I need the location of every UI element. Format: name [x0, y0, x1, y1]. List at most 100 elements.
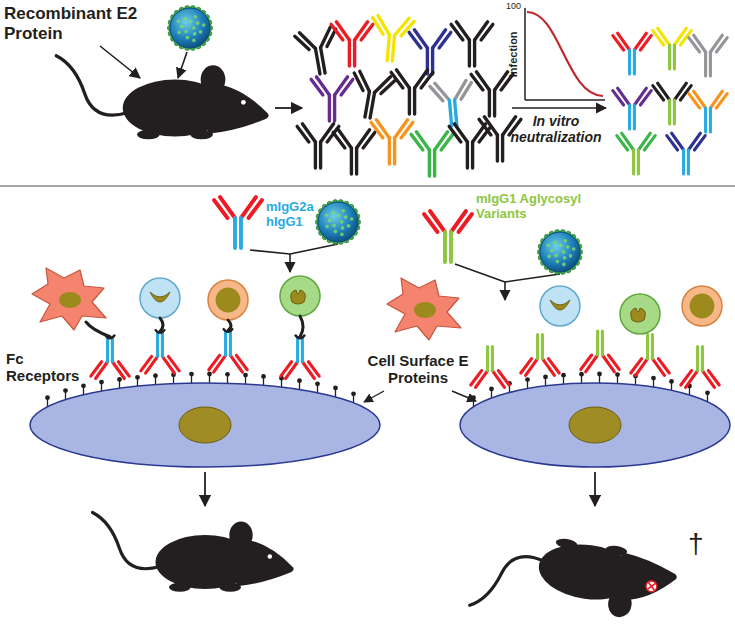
virus-surface-dot: [547, 255, 551, 259]
light-chain: [689, 94, 727, 108]
virus-surface-dot: [183, 17, 187, 21]
antibody: [141, 332, 179, 373]
antibody: [471, 347, 509, 388]
mouse: [56, 56, 268, 140]
fc-stem: [158, 332, 163, 356]
light-chain: [617, 136, 655, 150]
cell-nucleus: [569, 407, 621, 443]
merge-lines: [250, 244, 338, 254]
neutralization-curve: [527, 12, 603, 96]
mouse-foot: [137, 130, 160, 140]
e-protein-head: [471, 395, 476, 400]
arrow: [504, 282, 506, 300]
e-protein-head: [189, 372, 194, 377]
fc-stem: [497, 135, 502, 161]
antibody: [311, 77, 353, 121]
virus-surface-dot: [331, 211, 335, 215]
e-protein-head: [579, 372, 584, 377]
merge-lines: [455, 264, 560, 282]
drawn-parts: [30, 6, 730, 628]
target-cell: [460, 372, 730, 467]
mouse-ear: [229, 522, 252, 549]
virus-surface-dot: [337, 214, 341, 218]
fc-stem: [387, 35, 394, 61]
antibody: [209, 331, 247, 372]
fc-receptor: [228, 320, 231, 330]
virus-surface-dot: [562, 250, 566, 254]
fc-receptor-cup: [155, 329, 165, 333]
label: 100: [506, 1, 521, 11]
label: †: [688, 528, 704, 560]
virus-surface-dot: [342, 209, 346, 213]
label: mIgG1 Aglycosyl Variants: [476, 192, 604, 222]
virus-surface-dot: [347, 224, 351, 228]
e-protein-head: [261, 374, 266, 379]
immune-cell-body: [682, 286, 722, 326]
antibody: [424, 211, 472, 262]
antibody: [281, 338, 319, 379]
mouse-foot: [169, 583, 191, 592]
mouse-tail: [470, 550, 545, 615]
fc-stem: [630, 105, 635, 129]
fc-stem: [630, 50, 635, 74]
e-protein-head: [45, 395, 50, 400]
immune-cell-body: [140, 278, 180, 318]
light-chain: [391, 72, 433, 88]
antibody: [613, 33, 651, 74]
antibody: [371, 120, 413, 164]
virus-surface-dot: [332, 224, 336, 228]
arrow: [100, 46, 140, 78]
crescent-nucleus: [550, 300, 570, 310]
virus-surface-dot: [340, 233, 344, 237]
antibody: [667, 133, 705, 174]
fc-stem: [488, 347, 493, 371]
virus-surface-dot: [564, 239, 568, 243]
e-protein-head: [525, 377, 530, 382]
antibody: [91, 338, 129, 379]
fc-receptor-cup: [295, 335, 305, 339]
virus-surface-dot: [325, 225, 329, 229]
dead-mouse: [470, 527, 680, 628]
x-axis: [525, 99, 605, 101]
label: mIgG2a hIgG1: [266, 200, 318, 230]
arrow: [275, 107, 302, 109]
virus-surface-dot: [192, 39, 196, 43]
light-chain: [409, 32, 451, 48]
e-protein-head: [489, 387, 494, 392]
mouse: [92, 513, 293, 592]
virus-surface-dot: [325, 213, 329, 217]
e-protein-head: [651, 376, 656, 381]
arrow: [452, 391, 476, 401]
fc-stem: [329, 95, 334, 121]
fc-receptor: [86, 322, 110, 337]
antibody: [521, 335, 559, 376]
light-chain: [141, 356, 179, 370]
virus-surface-dot: [177, 19, 181, 23]
label: Infection: [507, 19, 520, 89]
antibody: [214, 197, 262, 248]
light-chain: [653, 31, 691, 45]
divider-line: [0, 185, 735, 187]
antibody: [430, 80, 475, 128]
lobed-nucleus: [631, 308, 646, 322]
virus-particle: [318, 202, 358, 242]
immune-cell: [140, 278, 180, 318]
fc-stem: [389, 138, 394, 164]
light-chain: [631, 359, 669, 373]
antibody: [391, 70, 433, 114]
immune-cell-body: [280, 276, 320, 316]
mouse-ear: [606, 589, 633, 619]
e-protein-head: [705, 390, 710, 395]
e-protein-head: [297, 378, 302, 383]
fc-stem: [429, 150, 434, 176]
antibody: [297, 124, 339, 168]
fc-receptor-cup: [223, 328, 233, 332]
virus-surface-dot: [194, 15, 198, 19]
light-chain: [521, 359, 559, 373]
fc-stem: [315, 48, 325, 75]
cell-nucleus: [179, 407, 231, 443]
antibody: [653, 28, 691, 69]
mouse-foot: [190, 130, 213, 140]
light-chain: [430, 83, 473, 102]
immune-cell: [280, 276, 320, 316]
